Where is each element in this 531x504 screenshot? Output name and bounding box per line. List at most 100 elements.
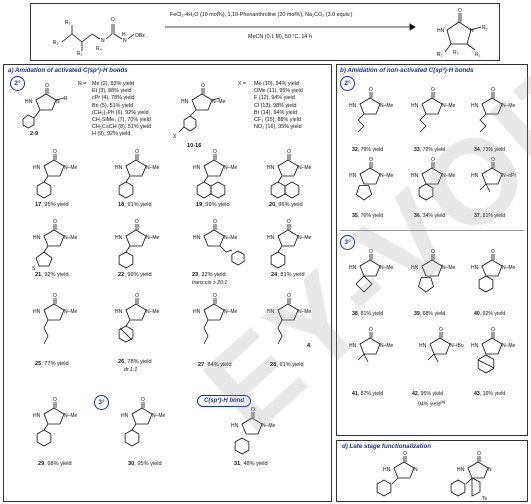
svg-text:HN: HN (471, 343, 479, 349)
svg-text:O: O (369, 327, 373, 333)
svg-text:HN: HN (411, 173, 419, 179)
label-42: 42, 95% yield (412, 391, 444, 397)
note-28: 4 (307, 343, 311, 349)
label-33: 33, 72% yield (414, 147, 446, 153)
svg-text:N–Me: N–Me (64, 309, 78, 315)
svg-text:HN: HN (115, 235, 123, 241)
svg-text:HN: HN (25, 99, 33, 105)
svg-text:HN: HN (33, 413, 41, 419)
starting-material-structure: R₃ R₂ R₁ R₄ O N H N OBz (53, 17, 145, 57)
svg-text:HN: HN (471, 265, 479, 271)
svg-text:R₄: R₄ (482, 25, 488, 31)
svg-text:N–Me: N–Me (64, 413, 78, 419)
svg-text:N–Me: N–Me (212, 99, 226, 105)
label-36: 36, 34% yield (414, 213, 446, 219)
scaffold-10-16-structure: O HN N–Me X (173, 83, 226, 140)
svg-text:HN: HN (193, 309, 201, 315)
reaction-reagents: FeCl₂·4H₂O (10 mol%), 1,10-Phenanthrolin… (170, 12, 353, 18)
tertiary-badge-a: 3° (94, 395, 109, 410)
r-substituent-list: Me (2), 93% yield Et (3), 88% yield cPr … (92, 81, 152, 138)
panel-d-title: d) Late stage functionalization (342, 443, 432, 450)
svg-text:N–Me: N–Me (298, 309, 312, 315)
label-32: 32, 79% yield (352, 147, 384, 153)
svg-text:O: O (201, 83, 205, 89)
panel-a-title: a) Amidation of activated C(sp³)-H bonds (8, 67, 128, 74)
svg-text:N–Me: N–Me (380, 103, 394, 109)
svg-text:O: O (439, 327, 443, 333)
label-21: 21, 92% yield (35, 272, 69, 278)
secondary-badge-b: 2° (340, 76, 355, 91)
svg-text:N–Me: N–Me (502, 103, 516, 109)
svg-text:N–nPr: N–nPr (502, 173, 517, 179)
x-substituent-list: Me (10), 94% yield OMe (11), 95% yield F… (254, 81, 303, 131)
svg-text:HN: HN (267, 309, 275, 315)
svg-text:O: O (287, 293, 291, 299)
cmpd-2-9-label: 2-9 (30, 131, 39, 137)
svg-text:N–Me: N–Me (442, 103, 456, 109)
svg-text:R₁: R₁ (475, 52, 481, 58)
svg-text:O: O (491, 249, 495, 255)
label-18: 18, 91% yield (118, 202, 152, 208)
svg-text:O: O (141, 397, 145, 403)
svg-text:N–Me: N–Me (224, 165, 238, 171)
svg-text:Ts: Ts (482, 496, 488, 502)
svg-text:O: O (213, 293, 217, 299)
label-24: 24, 81% yield (271, 272, 305, 278)
label-30: 30, 95% yield (128, 461, 162, 467)
label-19: 19, 99% yield (196, 202, 230, 208)
svg-text:N–Me: N–Me (442, 173, 456, 179)
label-17: 17, 95% yield (35, 202, 69, 208)
panel-b-frame (336, 64, 528, 436)
svg-text:N–Me: N–Me (224, 235, 238, 241)
svg-text:N: N (123, 38, 127, 44)
svg-text:HN: HN (193, 235, 201, 241)
svg-text:N–Me: N–Me (380, 173, 394, 179)
svg-text:R₂: R₂ (437, 52, 443, 58)
structure-23: O HN N–Me (193, 219, 245, 266)
structure-34: O HN N–Me (471, 87, 516, 133)
svg-text:O: O (213, 219, 217, 225)
svg-text:N: N (101, 38, 105, 44)
svg-text:R: R (64, 96, 68, 102)
svg-text:O: O (491, 157, 495, 163)
svg-text:N–Me: N–Me (380, 343, 394, 349)
structure-32: O HN N–Me (349, 87, 394, 133)
svg-text:N–Me: N–Me (380, 265, 394, 271)
svg-text:HN: HN (349, 103, 357, 109)
svg-text:O: O (369, 249, 373, 255)
svg-text:O: O (431, 157, 435, 163)
svg-text:N: N (56, 99, 60, 105)
label-41: 41, 87% yield (352, 391, 384, 397)
svg-text:O: O (135, 293, 139, 299)
panel-b-divider (340, 230, 524, 231)
svg-text:O: O (111, 17, 115, 23)
svg-text:O: O (369, 87, 373, 93)
svg-text:HN: HN (349, 173, 357, 179)
svg-text:O: O (287, 219, 291, 225)
label-43: 43, 16% yield (474, 391, 506, 397)
svg-text:S: S (32, 266, 36, 272)
label-28: 28, 91% yield (270, 362, 304, 368)
svg-text:O: O (491, 87, 495, 93)
svg-text:O: O (431, 87, 435, 93)
svg-text:HN: HN (471, 103, 479, 109)
svg-text:HN: HN (383, 467, 391, 473)
label-34: 34, 73% yield (474, 147, 506, 153)
svg-text:HN: HN (437, 28, 445, 34)
reaction-arrow (165, 23, 416, 31)
svg-text:O: O (491, 327, 495, 333)
svg-text:O: O (287, 149, 291, 155)
svg-text:N–Me: N–Me (146, 309, 160, 315)
